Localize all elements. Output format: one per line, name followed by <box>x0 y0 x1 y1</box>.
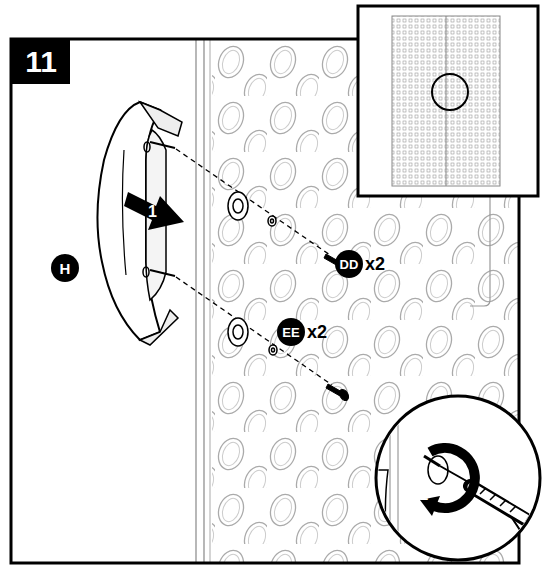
detail-magnifier <box>376 396 540 560</box>
step-callout-number: 2 <box>420 487 428 502</box>
part-callout-text: DD <box>340 258 359 271</box>
part-callout: DD <box>335 250 363 278</box>
direction-arrow <box>124 192 184 230</box>
step-callout-number: 1 <box>148 204 157 220</box>
part-callout-text: EE <box>282 326 299 339</box>
quantity-label: x2 <box>365 255 385 273</box>
part-callout: EE <box>277 318 305 346</box>
step-number-text: 11 <box>25 47 57 77</box>
part-callout: H <box>51 254 79 282</box>
part-callout-text: H <box>60 261 71 276</box>
quantity-label: x2 <box>307 323 327 341</box>
detail-inset <box>358 6 538 196</box>
step-number: 11 <box>12 40 70 84</box>
